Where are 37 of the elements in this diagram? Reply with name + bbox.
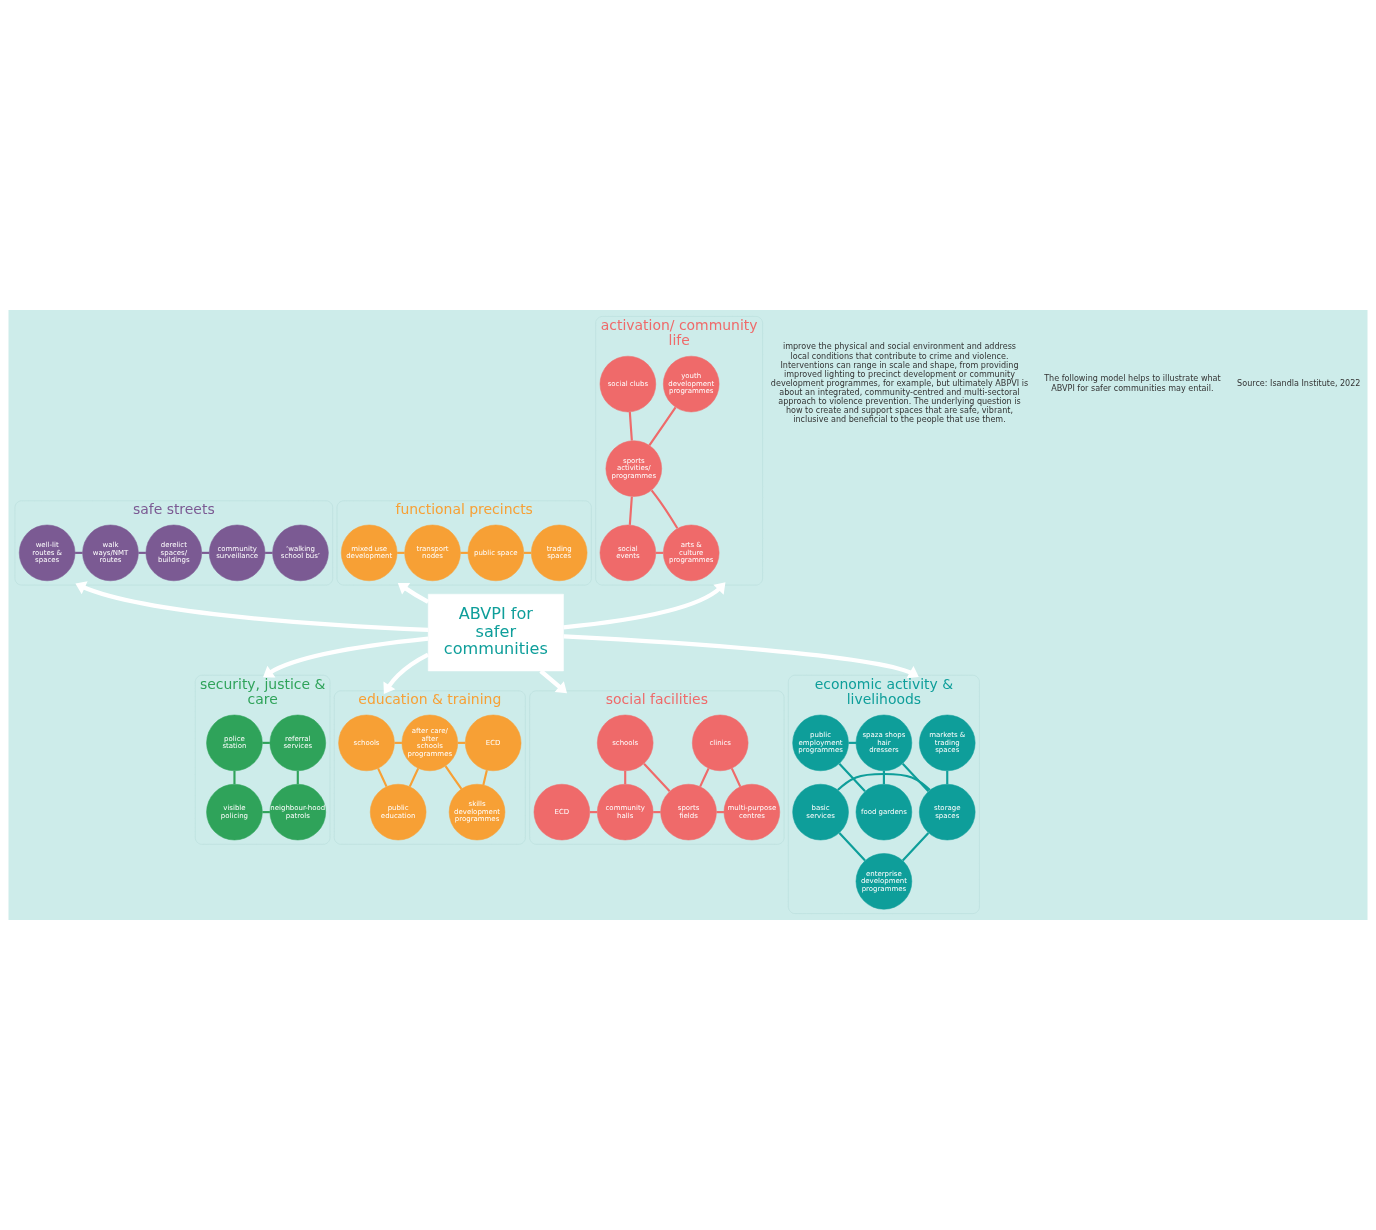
connector [296, 770, 299, 785]
connector [653, 811, 661, 814]
arrow [397, 582, 430, 604]
arrow [263, 636, 429, 678]
connector [730, 767, 742, 788]
connector [628, 496, 633, 525]
arrow [75, 581, 429, 632]
connector [902, 832, 930, 862]
connector [408, 767, 420, 788]
connector [716, 811, 724, 814]
connector [901, 762, 930, 792]
connector [233, 770, 236, 785]
arrow [563, 634, 919, 679]
connector [377, 767, 388, 788]
connector [648, 406, 677, 447]
arrow [539, 669, 568, 694]
connector [643, 762, 671, 792]
connector [946, 770, 949, 785]
connector [394, 741, 402, 744]
connector [650, 489, 679, 529]
connector [444, 765, 463, 790]
connector [397, 551, 405, 554]
connector [482, 769, 488, 786]
connector [460, 551, 468, 554]
connector [138, 551, 146, 554]
arrow [383, 652, 429, 694]
connector [838, 762, 866, 792]
connector [265, 551, 273, 554]
connector [699, 767, 710, 788]
arrow [563, 582, 726, 630]
connector [75, 551, 83, 554]
connector [628, 411, 633, 441]
connector [262, 811, 270, 814]
connector [262, 741, 270, 744]
connector [838, 832, 866, 862]
node-box: ABVPI for safer communities [427, 593, 564, 672]
connector [624, 770, 627, 785]
